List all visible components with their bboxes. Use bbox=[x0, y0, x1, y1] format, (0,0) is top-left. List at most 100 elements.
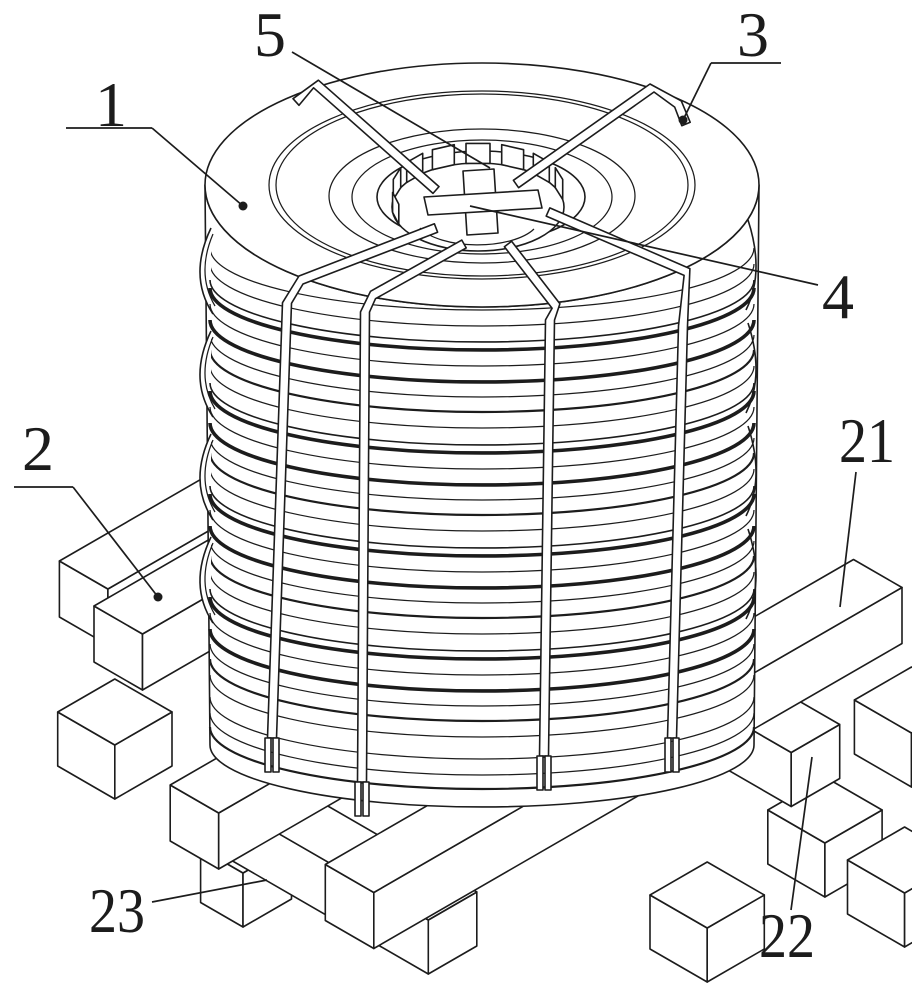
leader-line bbox=[469, 205, 819, 286]
label-22: 22 bbox=[759, 756, 815, 971]
coil-wrap-line bbox=[209, 712, 755, 776]
leader-line bbox=[790, 756, 813, 911]
label-21: 21 bbox=[839, 405, 895, 608]
coil-wrap-line bbox=[208, 452, 756, 517]
label-text-1: 1 bbox=[95, 69, 127, 140]
strap-clip bbox=[672, 737, 680, 773]
coil-wrap-line bbox=[209, 263, 755, 327]
core-tooth bbox=[391, 191, 400, 225]
leader-dot bbox=[238, 201, 248, 211]
coil-edge-scallop-left-inner bbox=[204, 336, 216, 410]
coil-wrap-line bbox=[208, 596, 756, 661]
strap-clip bbox=[544, 755, 552, 791]
strap-upper-right bbox=[512, 83, 692, 189]
leader-line bbox=[72, 486, 159, 598]
coil-wrap-line bbox=[208, 390, 756, 455]
core-tooth bbox=[431, 143, 456, 171]
core-tooth bbox=[392, 166, 402, 201]
coil-wrap-line bbox=[208, 525, 756, 590]
coil-top-ring-inner bbox=[275, 93, 689, 277]
hub-chamfer-ring bbox=[351, 139, 613, 255]
leader-line bbox=[151, 879, 268, 903]
foot-block-right-top-face bbox=[853, 666, 912, 734]
coil-stack-side bbox=[199, 184, 760, 808]
coil-wrap-line bbox=[209, 588, 755, 652]
core-tooth bbox=[500, 143, 525, 171]
leader-line bbox=[151, 127, 244, 207]
foot-block-bottom-right bbox=[846, 826, 912, 948]
leader-dot bbox=[153, 592, 163, 602]
strap-clip bbox=[536, 755, 544, 791]
label-3: 3 bbox=[678, 0, 781, 125]
coil-wrap-line bbox=[208, 319, 756, 384]
coil-wrap-line bbox=[209, 612, 755, 676]
label-5: 5 bbox=[254, 0, 491, 169]
coil-wrap-line bbox=[209, 509, 755, 573]
coil-wrap-line bbox=[208, 555, 756, 620]
cross-plate-horizontal-bar bbox=[423, 189, 543, 216]
label-23: 23 bbox=[89, 875, 268, 946]
cross-plate bbox=[423, 168, 543, 236]
coil-edge-scallop-right bbox=[745, 322, 757, 414]
coil-wrap-line bbox=[209, 303, 755, 367]
leader-line bbox=[291, 51, 491, 169]
coil-edge-scallop-right bbox=[745, 219, 757, 311]
label-text-2: 2 bbox=[22, 413, 54, 484]
label-1: 1 bbox=[66, 69, 248, 211]
coil-edge-scallop-left bbox=[199, 330, 214, 418]
reference-labels: 1 5 3 4 2 21 22 23 bbox=[14, 0, 895, 971]
coil-wrap-line bbox=[208, 493, 756, 558]
label-text-21: 21 bbox=[839, 405, 895, 476]
coil-edge-scallop-right bbox=[745, 528, 757, 620]
coil-wrap-line bbox=[209, 468, 755, 532]
strap-clip bbox=[362, 781, 370, 817]
label-text-23: 23 bbox=[89, 875, 145, 946]
coil-edge-scallop-left bbox=[199, 227, 214, 315]
coil-edge-scallop-left bbox=[199, 433, 214, 521]
hub-outer-ring bbox=[328, 128, 636, 264]
core-tooth bbox=[554, 166, 564, 201]
label-text-22: 22 bbox=[759, 900, 815, 971]
label-text-4: 4 bbox=[822, 261, 854, 332]
strap-clip bbox=[272, 737, 280, 773]
coil-edge-scallop-left-inner bbox=[204, 542, 216, 616]
coil-wrap-line bbox=[208, 726, 756, 791]
coil-edge-scallop-left-inner bbox=[204, 439, 216, 513]
coil-wrap-line bbox=[208, 658, 756, 723]
coil-wrap-line bbox=[209, 643, 755, 707]
coil-edge-scallop-left bbox=[199, 536, 214, 624]
strap-upper-left bbox=[292, 79, 440, 195]
coil-top-ring bbox=[268, 90, 696, 280]
coil-wrap-line bbox=[209, 696, 755, 760]
coil-wrap-line bbox=[209, 674, 755, 738]
pallet-foot-blocks bbox=[56, 666, 912, 983]
binding-straps bbox=[264, 79, 692, 817]
coil-edge-scallop-left-inner bbox=[204, 233, 216, 307]
leader-line bbox=[839, 471, 857, 608]
coil-wrap-line bbox=[209, 247, 755, 311]
coil-edge-scallop-right bbox=[745, 425, 757, 517]
coil-wrap-line bbox=[209, 382, 755, 446]
coil-wrap-line bbox=[209, 571, 755, 635]
foot-block-right bbox=[853, 666, 912, 788]
foot-block-bottom-right-top-face bbox=[846, 826, 912, 894]
foot-block-back-left-top-face bbox=[56, 678, 173, 746]
label-2: 2 bbox=[14, 413, 163, 602]
coil-wrap-line bbox=[209, 437, 755, 501]
coil-wrap-line bbox=[209, 365, 755, 429]
coil-wrap-line bbox=[208, 628, 756, 693]
coil-wrap-line bbox=[209, 406, 755, 470]
coil-wrap-line bbox=[209, 540, 755, 604]
foot-block-front-center-top-face bbox=[649, 861, 766, 929]
coil-wrap-line bbox=[209, 485, 755, 549]
leader-dot bbox=[678, 115, 688, 125]
coil-wrap-line bbox=[209, 334, 755, 398]
strap-clip bbox=[664, 737, 672, 773]
label-4: 4 bbox=[469, 205, 854, 332]
strap-clip bbox=[354, 781, 362, 817]
strap-clip bbox=[264, 737, 272, 773]
coil-wrap-line bbox=[208, 287, 756, 352]
label-text-5: 5 bbox=[254, 0, 286, 70]
